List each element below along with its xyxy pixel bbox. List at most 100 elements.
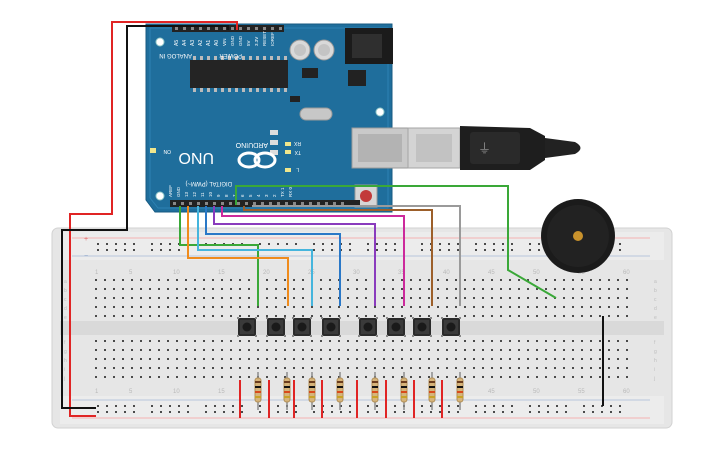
breadboard-hole[interactable] bbox=[437, 349, 439, 351]
breadboard-hole[interactable] bbox=[536, 288, 538, 290]
breadboard-hole[interactable] bbox=[230, 297, 232, 299]
breadboard-hole[interactable] bbox=[95, 306, 97, 308]
breadboard-hole[interactable] bbox=[482, 288, 484, 290]
breadboard-hole[interactable] bbox=[239, 349, 241, 351]
breadboard-hole[interactable] bbox=[491, 279, 493, 281]
breadboard-hole[interactable] bbox=[338, 376, 340, 378]
breadboard-hole[interactable] bbox=[167, 376, 169, 378]
breadboard-hole[interactable] bbox=[419, 297, 421, 299]
push-button[interactable] bbox=[412, 317, 432, 337]
breadboard-hole[interactable] bbox=[626, 376, 628, 378]
breadboard-hole[interactable] bbox=[446, 297, 448, 299]
breadboard-hole[interactable] bbox=[122, 358, 124, 360]
breadboard-hole[interactable] bbox=[239, 376, 241, 378]
breadboard-hole[interactable] bbox=[230, 279, 232, 281]
header-pin[interactable] bbox=[221, 202, 224, 205]
breadboard-hole[interactable] bbox=[500, 288, 502, 290]
breadboard-hole[interactable] bbox=[410, 349, 412, 351]
breadboard-hole[interactable] bbox=[275, 349, 277, 351]
header-pin[interactable] bbox=[263, 27, 266, 30]
breadboard-hole[interactable] bbox=[158, 367, 160, 369]
rail-hole[interactable] bbox=[151, 405, 153, 407]
breadboard-hole[interactable] bbox=[455, 279, 457, 281]
breadboard-hole[interactable] bbox=[500, 349, 502, 351]
rail-hole[interactable] bbox=[160, 249, 162, 251]
breadboard-hole[interactable] bbox=[590, 349, 592, 351]
header-pin[interactable] bbox=[317, 202, 320, 205]
breadboard-hole[interactable] bbox=[581, 367, 583, 369]
breadboard-hole[interactable] bbox=[230, 367, 232, 369]
breadboard-hole[interactable] bbox=[581, 297, 583, 299]
breadboard-hole[interactable] bbox=[392, 358, 394, 360]
breadboard-hole[interactable] bbox=[563, 358, 565, 360]
rail-hole[interactable] bbox=[376, 243, 378, 245]
push-button[interactable] bbox=[441, 317, 461, 337]
breadboard-hole[interactable] bbox=[608, 358, 610, 360]
breadboard-hole[interactable] bbox=[302, 358, 304, 360]
breadboard-hole[interactable] bbox=[428, 358, 430, 360]
breadboard-hole[interactable] bbox=[221, 306, 223, 308]
rail-hole[interactable] bbox=[349, 405, 351, 407]
breadboard-hole[interactable] bbox=[212, 288, 214, 290]
breadboard-hole[interactable] bbox=[176, 358, 178, 360]
breadboard-hole[interactable] bbox=[437, 358, 439, 360]
breadboard-hole[interactable] bbox=[176, 376, 178, 378]
breadboard-hole[interactable] bbox=[239, 288, 241, 290]
breadboard-hole[interactable] bbox=[167, 358, 169, 360]
breadboard-hole[interactable] bbox=[140, 349, 142, 351]
breadboard-hole[interactable] bbox=[509, 340, 511, 342]
header-pin[interactable] bbox=[189, 202, 192, 205]
breadboard-hole[interactable] bbox=[545, 279, 547, 281]
breadboard-hole[interactable] bbox=[293, 306, 295, 308]
breadboard-hole[interactable] bbox=[536, 358, 538, 360]
breadboard-hole[interactable] bbox=[185, 376, 187, 378]
breadboard-holes[interactable] bbox=[95, 243, 628, 413]
rail-hole[interactable] bbox=[169, 411, 171, 413]
rail-hole[interactable] bbox=[376, 249, 378, 251]
breadboard-hole[interactable] bbox=[500, 340, 502, 342]
breadboard-hole[interactable] bbox=[383, 340, 385, 342]
rail-hole[interactable] bbox=[493, 249, 495, 251]
breadboard-hole[interactable] bbox=[599, 349, 601, 351]
rail-hole[interactable] bbox=[187, 405, 189, 407]
breadboard-hole[interactable] bbox=[320, 279, 322, 281]
breadboard-hole[interactable] bbox=[320, 358, 322, 360]
breadboard-hole[interactable] bbox=[518, 279, 520, 281]
breadboard-hole[interactable] bbox=[464, 315, 466, 317]
breadboard-hole[interactable] bbox=[293, 297, 295, 299]
breadboard-hole[interactable] bbox=[113, 297, 115, 299]
breadboard-hole[interactable] bbox=[203, 367, 205, 369]
breadboard-hole[interactable] bbox=[266, 279, 268, 281]
rail-hole[interactable] bbox=[394, 411, 396, 413]
breadboard-hole[interactable] bbox=[473, 349, 475, 351]
header-pin[interactable] bbox=[199, 27, 202, 30]
rail-hole[interactable] bbox=[331, 411, 333, 413]
breadboard-hole[interactable] bbox=[203, 376, 205, 378]
rail-hole[interactable] bbox=[160, 405, 162, 407]
breadboard-hole[interactable] bbox=[275, 376, 277, 378]
breadboard-hole[interactable] bbox=[266, 358, 268, 360]
breadboard-hole[interactable] bbox=[392, 315, 394, 317]
rail-hole[interactable] bbox=[484, 411, 486, 413]
breadboard-hole[interactable] bbox=[95, 279, 97, 281]
rail-hole[interactable] bbox=[178, 411, 180, 413]
breadboard-hole[interactable] bbox=[401, 349, 403, 351]
breadboard-hole[interactable] bbox=[221, 340, 223, 342]
breadboard-hole[interactable] bbox=[347, 358, 349, 360]
header-pin[interactable] bbox=[215, 27, 218, 30]
rail-hole[interactable] bbox=[367, 243, 369, 245]
breadboard-hole[interactable] bbox=[248, 340, 250, 342]
breadboard-hole[interactable] bbox=[473, 297, 475, 299]
rail-hole[interactable] bbox=[97, 249, 99, 251]
breadboard-hole[interactable] bbox=[284, 358, 286, 360]
breadboard-hole[interactable] bbox=[266, 376, 268, 378]
header-pin[interactable] bbox=[237, 202, 240, 205]
rail-hole[interactable] bbox=[592, 411, 594, 413]
breadboard-hole[interactable] bbox=[437, 306, 439, 308]
breadboard-hole[interactable] bbox=[473, 315, 475, 317]
breadboard-hole[interactable] bbox=[626, 288, 628, 290]
rail-hole[interactable] bbox=[583, 411, 585, 413]
button-cap[interactable] bbox=[271, 322, 281, 332]
rail-hole[interactable] bbox=[511, 243, 513, 245]
breadboard-hole[interactable] bbox=[599, 288, 601, 290]
